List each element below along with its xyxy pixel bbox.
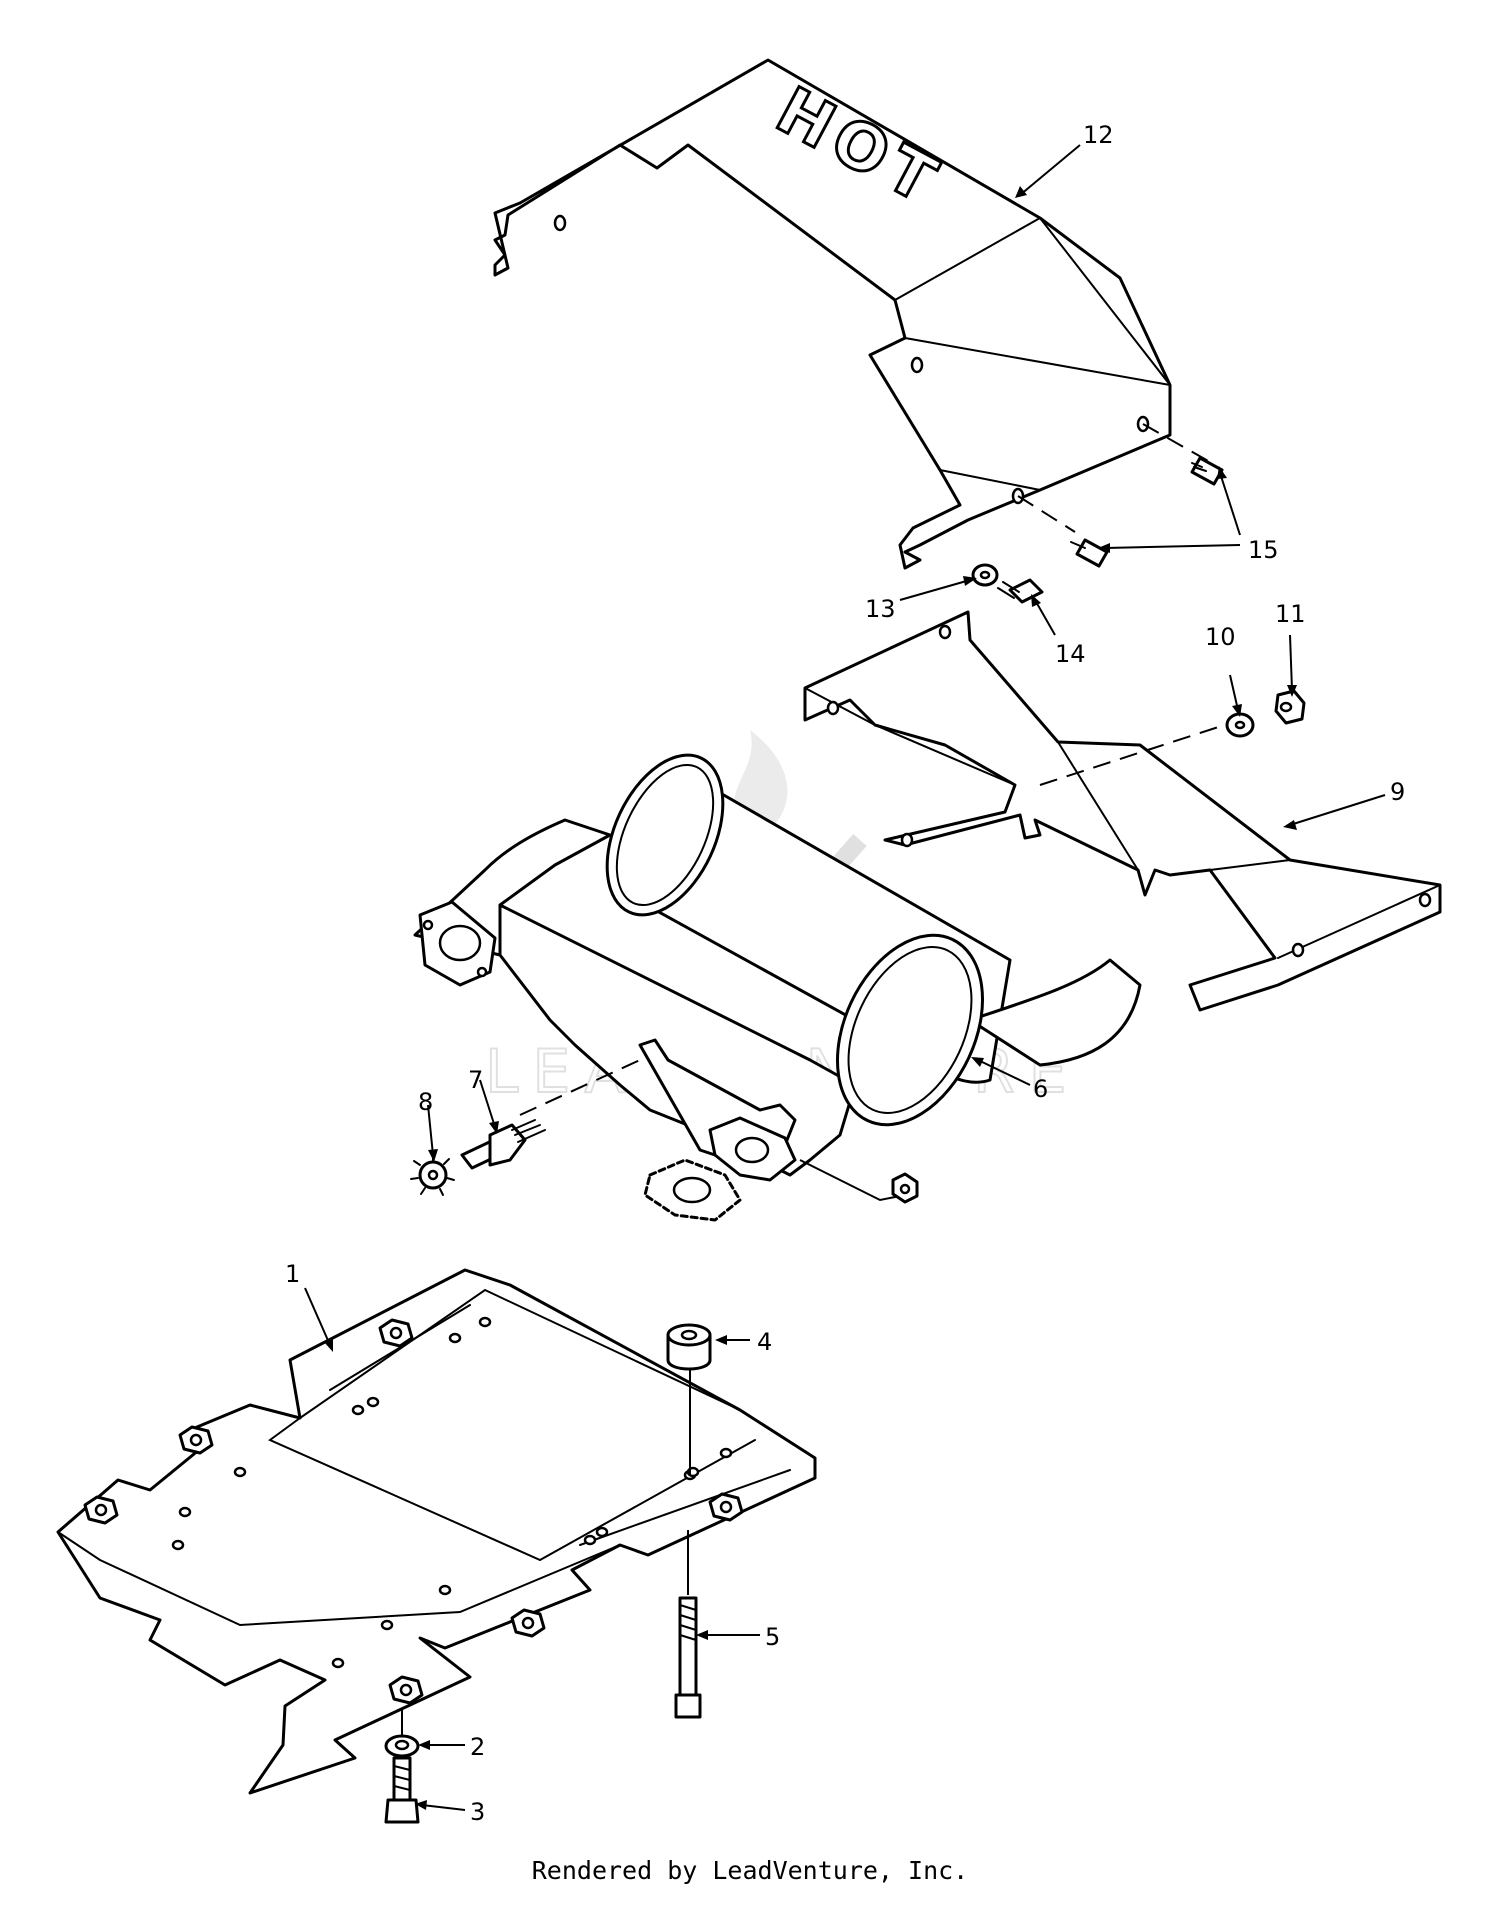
callout-15: 15 bbox=[1248, 536, 1279, 564]
part-1-mounting-plate bbox=[56, 1268, 817, 1795]
callout-4: 4 bbox=[757, 1328, 772, 1356]
part-8-lock-nut bbox=[410, 1153, 455, 1196]
callout-14: 14 bbox=[1055, 640, 1086, 668]
plate-nuts bbox=[83, 1318, 744, 1705]
callout-13: 13 bbox=[865, 595, 896, 623]
callout-2: 2 bbox=[470, 1733, 485, 1761]
part-12-heat-shield: HOT bbox=[493, 58, 1172, 570]
callout-1: 1 bbox=[285, 1260, 300, 1288]
part-4-spacer bbox=[666, 1323, 712, 1475]
callout-11: 11 bbox=[1275, 600, 1306, 628]
part-14-screw bbox=[997, 578, 1044, 604]
part-13-washer bbox=[971, 563, 999, 587]
part-11-nut bbox=[1274, 689, 1306, 725]
callouts: 12 15 13 14 10 11 9 6 7 8 1 4 5 2 3 bbox=[285, 121, 1405, 1826]
callout-9: 9 bbox=[1390, 778, 1405, 806]
part-6-muffler bbox=[413, 753, 1142, 1222]
part-5-bolt bbox=[674, 1530, 702, 1719]
part-9-lower-shield bbox=[803, 610, 1442, 1012]
callout-5: 5 bbox=[765, 1623, 780, 1651]
leader-lines bbox=[304, 144, 1386, 1811]
callout-12: 12 bbox=[1083, 121, 1114, 149]
part-3-bolt bbox=[384, 1756, 420, 1824]
plate-holes bbox=[171, 1316, 733, 1669]
callout-8: 8 bbox=[418, 1088, 433, 1116]
render-credit: Rendered by LeadVenture, Inc. bbox=[531, 1856, 969, 1885]
part-7-stud bbox=[460, 1059, 641, 1170]
callout-7: 7 bbox=[468, 1066, 483, 1094]
callout-3: 3 bbox=[470, 1798, 485, 1826]
callout-10: 10 bbox=[1205, 623, 1236, 651]
part-2-washer bbox=[384, 1710, 420, 1758]
callout-6: 6 bbox=[1033, 1075, 1048, 1103]
